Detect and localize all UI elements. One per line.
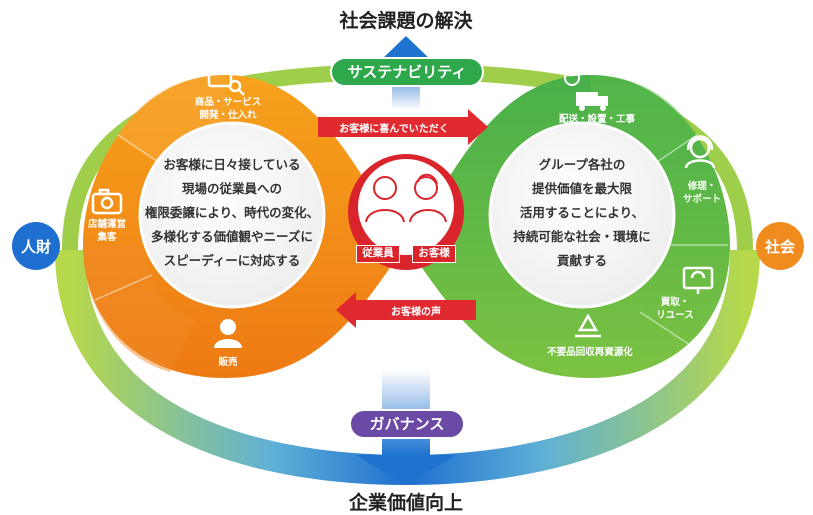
left-center-disc xyxy=(138,121,326,309)
segment-repair-support: 修理・ サポート xyxy=(682,181,721,205)
society-label: 社会 xyxy=(764,237,795,256)
support-headset-icon xyxy=(684,135,716,169)
segment-recycling: 不要品回収再資源化 xyxy=(547,347,633,358)
segment-buyback-reuse: 買取・ リユース xyxy=(656,297,694,321)
customer-badge: お客様 xyxy=(412,245,456,263)
employee-badge: 従業員 xyxy=(356,245,400,263)
sustainability-pill-label: サステナビリティ xyxy=(347,63,467,81)
governance-pill-label: ガバナンス xyxy=(369,415,445,433)
salesperson-icon xyxy=(214,319,242,348)
top-arrow-label: お客様に喜んでいただく xyxy=(339,124,449,135)
center-people-circle xyxy=(348,154,464,270)
sustainability-pill: サステナビリティ xyxy=(330,57,484,87)
monitor-magnifier-icon xyxy=(207,68,245,96)
segment-store-operation: 店舗運営 集客 xyxy=(87,219,126,243)
reuse-monitor-icon xyxy=(682,266,714,294)
society-circle: 社会 xyxy=(756,222,804,270)
recycle-icon xyxy=(575,313,601,338)
bottom-red-arrow xyxy=(336,292,476,328)
left-center-text: お客様に日々接している 現場の従業員への 権限委譲により、時代の変化、 多様化す… xyxy=(144,157,320,268)
bottom-heading: 企業価値向上 xyxy=(348,492,463,514)
governance-pill: ガバナンス xyxy=(349,409,465,439)
segment-sales: 販売 xyxy=(218,357,238,368)
human-resources-circle: 人財 xyxy=(12,222,60,270)
camera-icon xyxy=(91,188,123,215)
right-center-text: グループ各社の 提供価値を最大限 活用することにより、 持続可能な社会・環境に … xyxy=(513,157,651,268)
top-red-arrow xyxy=(318,109,488,145)
segment-delivery: 配送・設置・工事 xyxy=(558,114,635,125)
right-center-disc xyxy=(488,121,676,309)
segment-product-development: 商品・サービス 開発・仕入れ xyxy=(194,97,262,121)
top-heading: 社会課題の解決 xyxy=(339,10,473,32)
bottom-arrow-label: お客様の声 xyxy=(391,307,441,318)
human-resources-label: 人財 xyxy=(20,237,51,256)
delivery-truck-icon xyxy=(564,70,608,111)
